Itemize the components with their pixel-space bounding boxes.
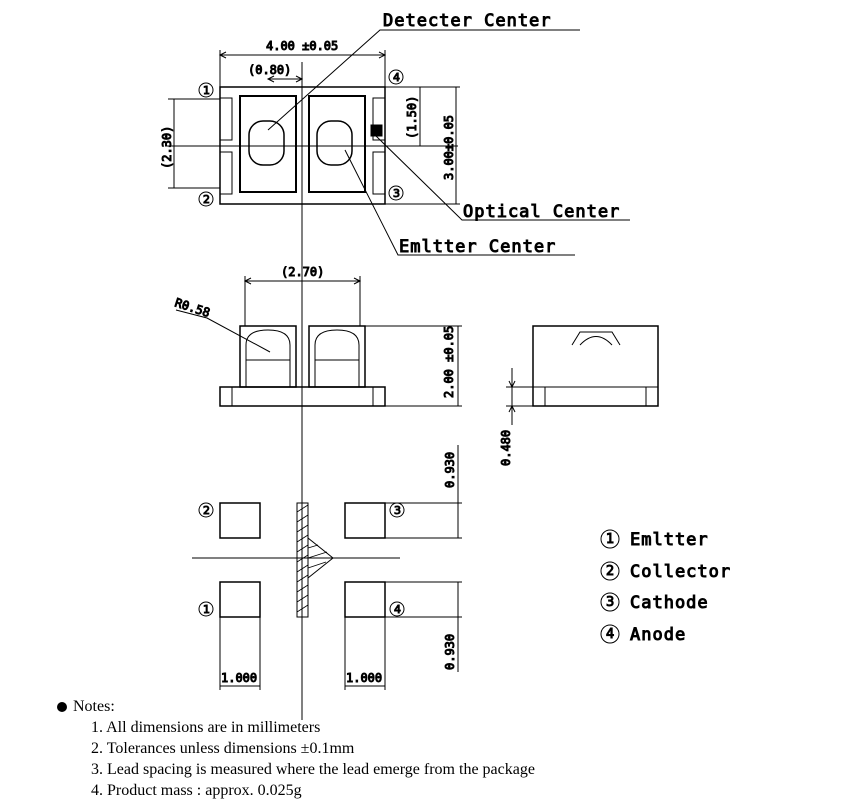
footprint-view	[192, 445, 462, 690]
dim-offset-ref: (1.50)	[405, 96, 419, 139]
note-item: 4. Product mass : approx. 0.025g	[91, 782, 302, 799]
note-item: 2. Tolerances unless dimensions ±0.1mm	[91, 740, 355, 757]
legend-label-anode: Anode	[630, 625, 686, 645]
legend-label-collector: Collector	[630, 562, 731, 582]
notes-title-row: Notes:	[57, 696, 535, 717]
dim-standoff: 0.480	[499, 430, 513, 466]
note-item: 1. All dimensions are in millimeters	[91, 719, 321, 736]
dim-pad-width-left: 1.000	[221, 671, 257, 685]
note-item: 3. Lead spacing is measured where the le…	[91, 761, 535, 778]
pin-label-1: 1	[203, 84, 210, 97]
legend-num-1: 1	[606, 532, 614, 547]
dim-pad-width-right: 1.000	[346, 671, 382, 685]
pin-label-3: 3	[393, 187, 400, 200]
notes-section: Notes: 1. All dimensions are in millimet…	[57, 696, 535, 801]
notes-title: Notes:	[73, 698, 115, 715]
legend-label-cathode: Cathode	[630, 593, 709, 613]
fp-pin-label-3: 3	[394, 504, 401, 517]
bullet-icon	[57, 702, 67, 713]
fp-pin-label-4: 4	[394, 603, 401, 616]
dim-pad-height-top: 0.930	[443, 452, 457, 488]
callout-emitter-center: Emltter Center	[399, 237, 556, 257]
fp-pin-label-1: 1	[203, 603, 210, 616]
pin-legend	[600, 529, 620, 644]
callout-detector-center: Detecter Center	[383, 11, 552, 31]
legend-num-3: 3	[606, 595, 614, 610]
pin-label-2: 2	[203, 193, 210, 206]
legend-num-2: 2	[606, 564, 614, 579]
dim-body-width: (2.70)	[281, 265, 324, 279]
callout-optical-center: Optical Center	[463, 202, 620, 222]
dim-radius: R0.58	[173, 296, 212, 320]
dim-length: 3.00±0.05	[442, 115, 456, 180]
dim-pitch: (0.80)	[248, 63, 291, 77]
dim-height-ref: (2.30)	[160, 126, 174, 169]
dim-body-height: 2.00 ±0.05	[442, 326, 456, 398]
top-pin-markers	[198, 69, 404, 207]
legend-num-4: 4	[606, 627, 614, 642]
front-view	[175, 276, 462, 407]
pin-label-4: 4	[393, 71, 400, 84]
legend-label-emitter: Emltter	[630, 530, 709, 550]
dim-width: 4.00 ±0.05	[266, 39, 338, 53]
dim-pad-height-bottom: 0.930	[443, 634, 457, 670]
fp-pin-label-2: 2	[203, 504, 210, 517]
side-view	[506, 325, 659, 425]
footprint-pin-markers	[198, 502, 405, 617]
top-view	[165, 29, 630, 720]
